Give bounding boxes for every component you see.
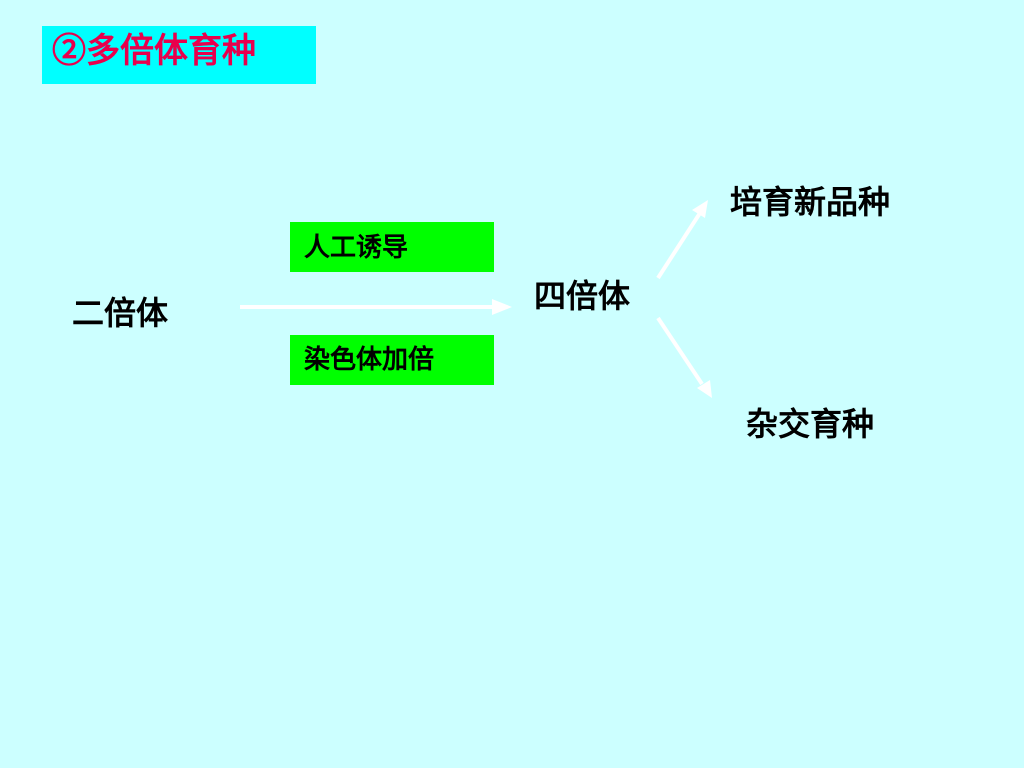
node-tetraploid: 四倍体	[534, 277, 631, 315]
method-label-induction: 人工诱导	[304, 233, 409, 263]
title-box	[42, 26, 316, 84]
slide-title: ②多倍体育种	[52, 31, 256, 71]
node-new-variety: 培育新品种	[730, 183, 891, 221]
method-box-induction	[290, 222, 494, 272]
method-box-doubling	[290, 335, 494, 385]
arrow-to-new-variety	[656, 200, 708, 280]
node-diploid: 二倍体	[72, 294, 169, 332]
method-label-doubling: 染色体加倍	[304, 345, 435, 375]
arrow-diploid-to-tetraploid	[240, 299, 512, 315]
arrow-to-hybrid	[656, 316, 712, 398]
node-hybrid: 杂交育种	[746, 405, 875, 443]
